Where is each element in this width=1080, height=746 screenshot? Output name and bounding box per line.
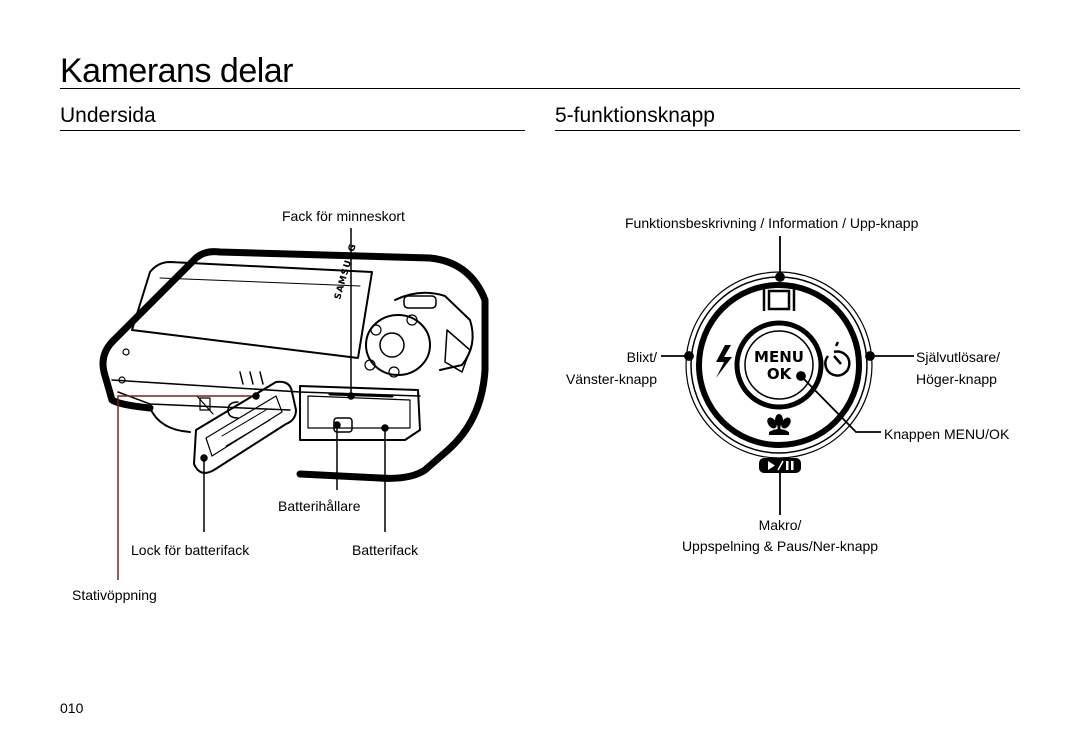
label-memory-card-slot: Fack för minneskort bbox=[282, 208, 405, 224]
flash-icon bbox=[716, 345, 732, 378]
display-icon bbox=[762, 289, 796, 311]
section-heading-5-function: 5-funktionsknapp bbox=[555, 104, 715, 127]
label-self-timer-line1: Självutlösare/ bbox=[916, 349, 1001, 365]
page-number: 010 bbox=[60, 700, 84, 716]
label-right-button: Höger-knapp bbox=[916, 371, 997, 387]
section-heading-bottom: Undersida bbox=[60, 104, 156, 127]
macro-icon bbox=[767, 414, 791, 435]
label-battery-holder: Batterihållare bbox=[278, 498, 361, 514]
label-battery-cover-lock: Lock för batterifack bbox=[131, 542, 250, 558]
left-callout-lines bbox=[117, 228, 389, 580]
label-macro-line1: Makro/ bbox=[758, 517, 802, 533]
label-up-button: Funktionsbeskrivning / Information / Upp… bbox=[625, 215, 919, 231]
playback-pause-icon bbox=[759, 458, 801, 473]
page-title: Kamerans delar bbox=[60, 52, 294, 90]
label-flash-line1: Blixt/ bbox=[626, 349, 657, 365]
title-rule bbox=[60, 88, 1020, 89]
label-down-button: Uppspelning & Paus/Ner-knapp bbox=[681, 538, 879, 554]
self-timer-icon bbox=[824, 341, 851, 377]
ok-button-text: OK bbox=[767, 365, 793, 383]
label-left-button: Vänster-knapp bbox=[565, 371, 657, 387]
section-rule-right bbox=[555, 130, 1020, 131]
label-menu-ok-button: Knappen MENU/OK bbox=[884, 426, 1010, 442]
camera-bottom-illustration: SAMSUNG bbox=[99, 242, 489, 482]
label-battery-compartment: Batterifack bbox=[352, 542, 419, 558]
section-rule-left bbox=[60, 130, 525, 131]
menu-button-text: MENU bbox=[754, 348, 804, 366]
label-tripod-socket: Stativöppning bbox=[72, 587, 157, 603]
right-callout-lines bbox=[661, 236, 914, 515]
